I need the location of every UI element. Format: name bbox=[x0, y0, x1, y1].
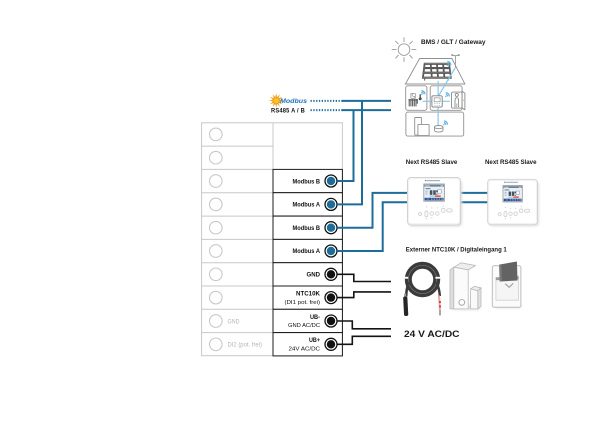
svg-text:UB-: UB- bbox=[310, 314, 320, 321]
svg-text:UB+: UB+ bbox=[309, 337, 320, 344]
svg-text:GND: GND bbox=[307, 272, 321, 279]
svg-text:GND: GND bbox=[228, 318, 240, 325]
svg-text:Modbus A: Modbus A bbox=[293, 248, 321, 255]
svg-text:DI2 (pot. frei): DI2 (pot. frei) bbox=[228, 342, 263, 349]
svg-text:BMS / GLT / Gateway: BMS / GLT / Gateway bbox=[421, 39, 486, 46]
svg-text:Externer NTC10K / Digitaleinga: Externer NTC10K / Digitaleingang 1 bbox=[406, 246, 507, 253]
svg-text:24 V AC/DC: 24 V AC/DC bbox=[404, 328, 460, 339]
svg-text:(DI1 pot. frei): (DI1 pot. frei) bbox=[285, 300, 321, 306]
svg-text:Next RS485 Slave: Next RS485 Slave bbox=[406, 159, 458, 166]
svg-text:GND AC/DC: GND AC/DC bbox=[288, 323, 321, 329]
svg-text:Modbus B: Modbus B bbox=[293, 225, 321, 232]
svg-text:Modbus B: Modbus B bbox=[293, 178, 321, 185]
svg-text:Modbus A: Modbus A bbox=[293, 202, 321, 209]
svg-text:RS485 A / B: RS485 A / B bbox=[271, 108, 305, 115]
svg-text:24V AC/DC: 24V AC/DC bbox=[289, 347, 321, 353]
svg-text:Next RS485 Slave: Next RS485 Slave bbox=[485, 159, 537, 166]
svg-text:Modbus: Modbus bbox=[280, 98, 307, 105]
svg-text:NTC10K: NTC10K bbox=[296, 291, 320, 298]
